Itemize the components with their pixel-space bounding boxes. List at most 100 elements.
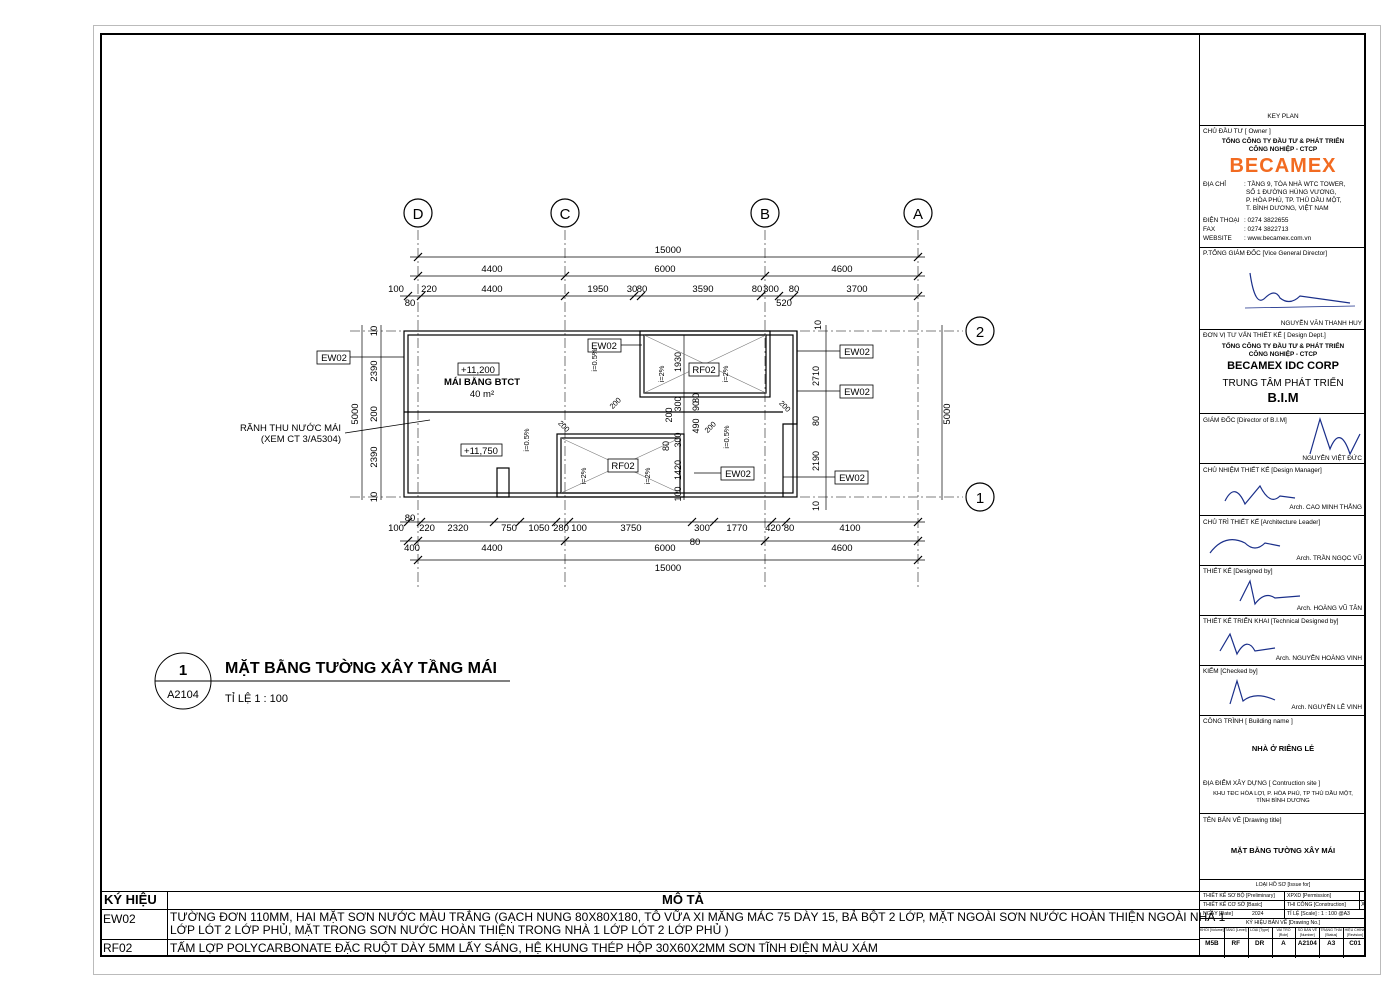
director-section: GIÁM ĐỐC [Director of B.I.M] NGUYỄN VIỆT… [1200, 413, 1366, 463]
code-value-cell: A2104 [1297, 940, 1317, 947]
dim-bottom-detail: 80 [784, 523, 795, 534]
dim-bottom-bay: 6000 [654, 543, 675, 554]
dim-left: 2390 [369, 446, 380, 467]
drawing-sheet-ref: A2104 [167, 689, 199, 701]
key-plan-label: KEY PLAN [1267, 113, 1299, 120]
design-manager-section: CHỦ NHIỆM THIẾT KẾ [Design Manager] Arch… [1200, 463, 1366, 515]
svg-text:100: 100 [673, 486, 683, 501]
title-block: KEY PLAN CHỦ ĐẦU TƯ [ Owner ] TỔNG CÔNG … [1199, 33, 1366, 958]
slope-label: i=0.5% [522, 428, 531, 451]
building-section: CÔNG TRÌNH [ Building name ] NHÀ Ở RIÊNG… [1200, 715, 1366, 813]
svg-text:300: 300 [673, 432, 683, 447]
signature-image [1239, 579, 1301, 606]
wall-tag: EW02 [321, 353, 347, 364]
svg-text:90: 90 [691, 401, 701, 411]
svg-text:80: 80 [811, 416, 821, 426]
architecture-leader-section: CHỦ TRÌ THIẾT KẾ [Architecture Leader] A… [1200, 515, 1366, 565]
code-header-cell: TRẠNG THÁI [Status] [1320, 928, 1343, 937]
svg-text:10: 10 [811, 501, 821, 511]
checked-by-section: KIỂM [Checked by] Arch. NGUYỄN LÊ VINH [1200, 665, 1366, 715]
dim-top-detail: 3590 [692, 284, 713, 295]
svg-text:80: 80 [661, 441, 671, 451]
left-dimension-texts: 10 2390 5000 200 2390 10 5000 [350, 326, 953, 503]
issue-section: LOẠI HỒ SƠ [Issue for] THIẾT KẾ SƠ BỘ [P… [1200, 879, 1366, 958]
dim-top-detail: 100 [388, 284, 404, 295]
drawing-title: MẶT BẰNG TƯỜNG XÂY TẦNG MÁI [225, 658, 497, 677]
dim-bottom-detail: 280 [553, 523, 569, 534]
technical-designed-section: THIẾT KẾ TRIỂN KHAI [Technical Designed … [1200, 615, 1366, 665]
tag-leaders [344, 344, 840, 478]
inner-dimension-texts: 10 1930 2710 80 300 490 90 80 200 300 80… [661, 320, 823, 511]
bottom-dimension-texts: 80 80 100 220 2320 750 1050 280 100 3750… [388, 513, 861, 574]
dim-diagonal: 200 [608, 396, 623, 411]
vgd-section: P.TỔNG GIÁM ĐỐC [Vice General Director] … [1200, 247, 1366, 329]
legend-desc: TẤM LỢP POLYCARBONATE ĐẶC RUỘT DÀY 5MM L… [170, 941, 878, 955]
code-header-cell: LOẠI [Type] [1250, 928, 1270, 932]
slope-label: i=2% [721, 365, 730, 382]
dim-bottom-detail: 1050 [528, 523, 549, 534]
code-value-cell: M5B [1205, 940, 1219, 947]
grid-bubble-c [550, 198, 580, 228]
signature-image [1209, 539, 1281, 554]
code-value-cell: RF [1231, 940, 1241, 947]
dim-top-detail: 30 [627, 284, 638, 295]
dim-bottom-detail: 4100 [839, 523, 860, 534]
signature-image [1224, 484, 1296, 506]
slope-label: i=0.5% [590, 348, 599, 371]
walls [403, 330, 798, 498]
level-tag: +11,750 [464, 446, 498, 457]
wall-tag: EW02 [725, 469, 751, 480]
dim-bottom-detail: 100 [388, 523, 404, 534]
svg-text:2190: 2190 [811, 451, 821, 471]
signature-image [1229, 678, 1276, 705]
dim-bottom-detail: 420 [765, 523, 781, 534]
legend-desc: TƯỜNG ĐƠN 110MM, HAI MẶT SƠN NƯỚC MÀU TR… [170, 910, 1226, 937]
code-header-cell: HIỆU CHỈNH [Revision] [1344, 928, 1366, 937]
sheet-border [93, 25, 1381, 975]
dim-bottom-detail: 750 [501, 523, 517, 534]
grid-bubble-1 [965, 482, 995, 512]
owner-section: CHỦ ĐẦU TƯ [ Owner ] TỔNG CÔNG TY ĐẦU TƯ… [1200, 125, 1366, 247]
dim-top-total: 15000 [655, 245, 681, 256]
grid-label-1: 1 [976, 490, 984, 507]
dim-left: 10 [369, 492, 380, 503]
signature-image [1244, 272, 1356, 309]
dim-bottom-sub: 80 [690, 537, 701, 548]
drain-note: RÃNH THU NƯỚC MÁI [240, 423, 341, 434]
becamex-logo: BECAMEX [1229, 155, 1337, 177]
dim-left: 5000 [350, 403, 361, 424]
code-header-cell: TẦNG [Level] [1224, 928, 1247, 932]
grid-bubble-d [403, 198, 433, 228]
drawing-title-block: 1 A2104 MẶT BẰNG TƯỜNG XÂY TẦNG MÁI TỈ L… [154, 652, 510, 710]
dim-bottom-sub: 80 [405, 513, 416, 524]
dim-top-detail: 80 [637, 284, 648, 295]
dim-top-sub: 520 [776, 298, 792, 309]
dim-bottom-detail: 300 [694, 523, 710, 534]
drawing-scale: TỈ LỆ 1 : 100 [225, 692, 288, 705]
wall-tag: EW02 [844, 347, 870, 358]
svg-text:200: 200 [664, 407, 674, 422]
dim-top-detail: 220 [421, 284, 437, 295]
code-value-cell: A3 [1327, 940, 1336, 947]
legend-code: EW02 [103, 912, 136, 926]
dim-bottom-detail: 220 [419, 523, 435, 534]
svg-text:1420: 1420 [673, 460, 683, 480]
svg-text:1930: 1930 [673, 352, 683, 372]
roof-name: MÁI BẰNG BTCT [444, 377, 520, 388]
dim-top-sub: 80 [405, 298, 416, 309]
issue-check-mark: X [1361, 902, 1366, 908]
code-header-cell: VAI TRÒ [Role] [1276, 928, 1291, 937]
svg-text:2710: 2710 [811, 366, 821, 386]
legend-code: RF02 [103, 941, 133, 955]
legend-table: KÝ HIỆU MÔ TẢ EW02 TƯỜNG ĐƠN 110MM, HAI … [100, 891, 1225, 957]
dim-left: 200 [369, 406, 380, 422]
grid-label-2: 2 [976, 324, 984, 341]
dim-bottom-detail: 2320 [447, 523, 468, 534]
drain-note: (XEM CT 3/A5304) [261, 434, 341, 445]
roof-tag: RF02 [692, 365, 715, 376]
code-header-cell: SỐ BẢN VẼ [Number] [1297, 928, 1318, 937]
dimension-lines [361, 256, 943, 561]
svg-text:490: 490 [691, 418, 701, 433]
svg-text:300: 300 [673, 396, 683, 411]
